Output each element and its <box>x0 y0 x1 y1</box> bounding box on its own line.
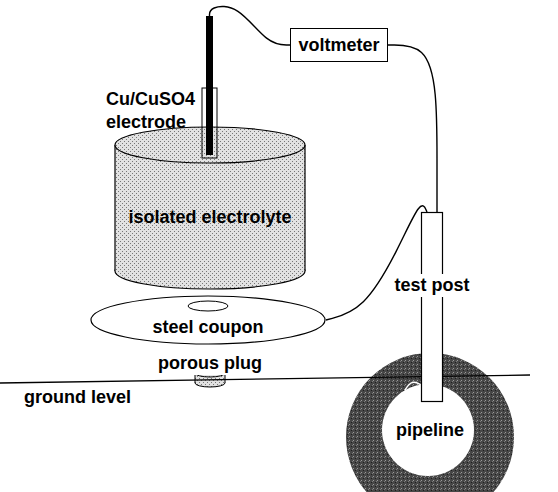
wire <box>210 6 291 45</box>
coupon-disc <box>91 296 325 344</box>
wire <box>326 206 427 320</box>
electrode-rod <box>206 16 213 155</box>
electrode-probe: Cu/CuSO4 electrode <box>100 16 222 162</box>
cylinder-side <box>304 145 305 271</box>
node-label: Cu/CuSO4 electrode <box>106 88 202 133</box>
voltmeter-box: voltmeter <box>290 28 388 62</box>
cylinder-top <box>115 127 305 163</box>
wire <box>388 45 437 212</box>
porous-plug: porous plug <box>145 352 275 388</box>
cylinder-body <box>115 145 305 271</box>
cylinder-side <box>114 145 115 271</box>
post-body <box>422 213 443 402</box>
test-post-outline <box>384 212 480 402</box>
pipe-wall <box>346 353 514 492</box>
steel-coupon: steel coupon <box>90 295 326 345</box>
node-label: test post <box>392 274 471 297</box>
node-label: steel coupon <box>152 316 263 339</box>
node-label: porous plug <box>156 352 264 375</box>
coupon-hole <box>188 301 228 311</box>
ground-label: ground level <box>24 386 131 409</box>
node-label: pipeline <box>396 419 464 442</box>
test-post: test post <box>384 212 480 402</box>
node-label: voltmeter <box>298 34 379 57</box>
pipe-bore <box>382 384 474 476</box>
node-label: isolated electrolyte <box>128 206 291 229</box>
